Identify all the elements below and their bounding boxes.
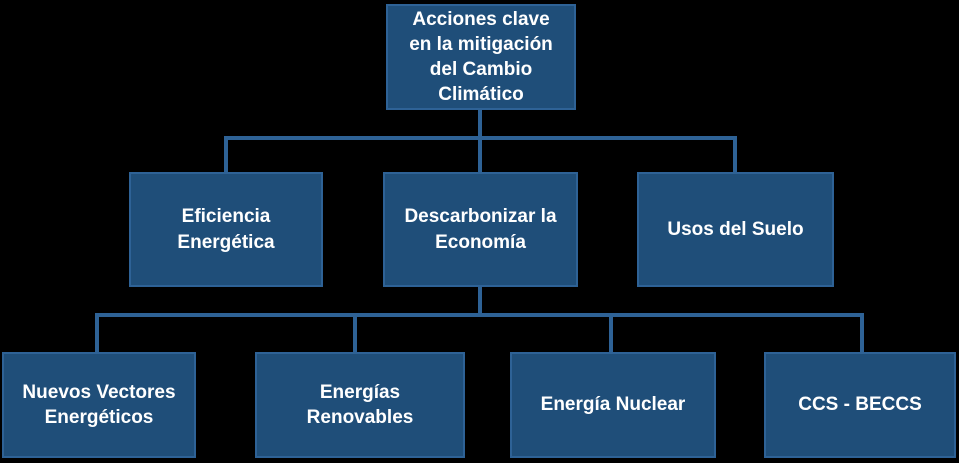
connector-drop-usos: [733, 136, 737, 172]
connector-drop-ccs-beccs: [860, 313, 864, 352]
node-energias-renovables: Energías Renovables: [255, 352, 465, 458]
connector-drop-nuevos-vectores: [95, 313, 99, 352]
node-descarbonizar-economia: Descarbonizar la Economía: [383, 172, 578, 287]
node-energia-nuclear: Energía Nuclear: [510, 352, 716, 458]
node-nuevos-vectores-energeticos: Nuevos Vectores Energéticos: [2, 352, 196, 458]
connector-descarbonizar-stem: [478, 287, 482, 317]
connector-drop-energias-renovables: [353, 313, 357, 352]
node-acciones-clave: Acciones clave en la mitigación del Camb…: [386, 4, 576, 110]
node-eficiencia-energetica: Eficiencia Energética: [129, 172, 323, 287]
connector-drop-energia-nuclear: [609, 313, 613, 352]
connector-level2-horizontal: [224, 136, 737, 140]
connector-root-stem: [478, 110, 482, 172]
connector-level3-horizontal: [95, 313, 864, 317]
node-ccs-beccs: CCS - BECCS: [764, 352, 956, 458]
connector-drop-eficiencia: [224, 136, 228, 172]
node-usos-del-suelo: Usos del Suelo: [637, 172, 834, 287]
